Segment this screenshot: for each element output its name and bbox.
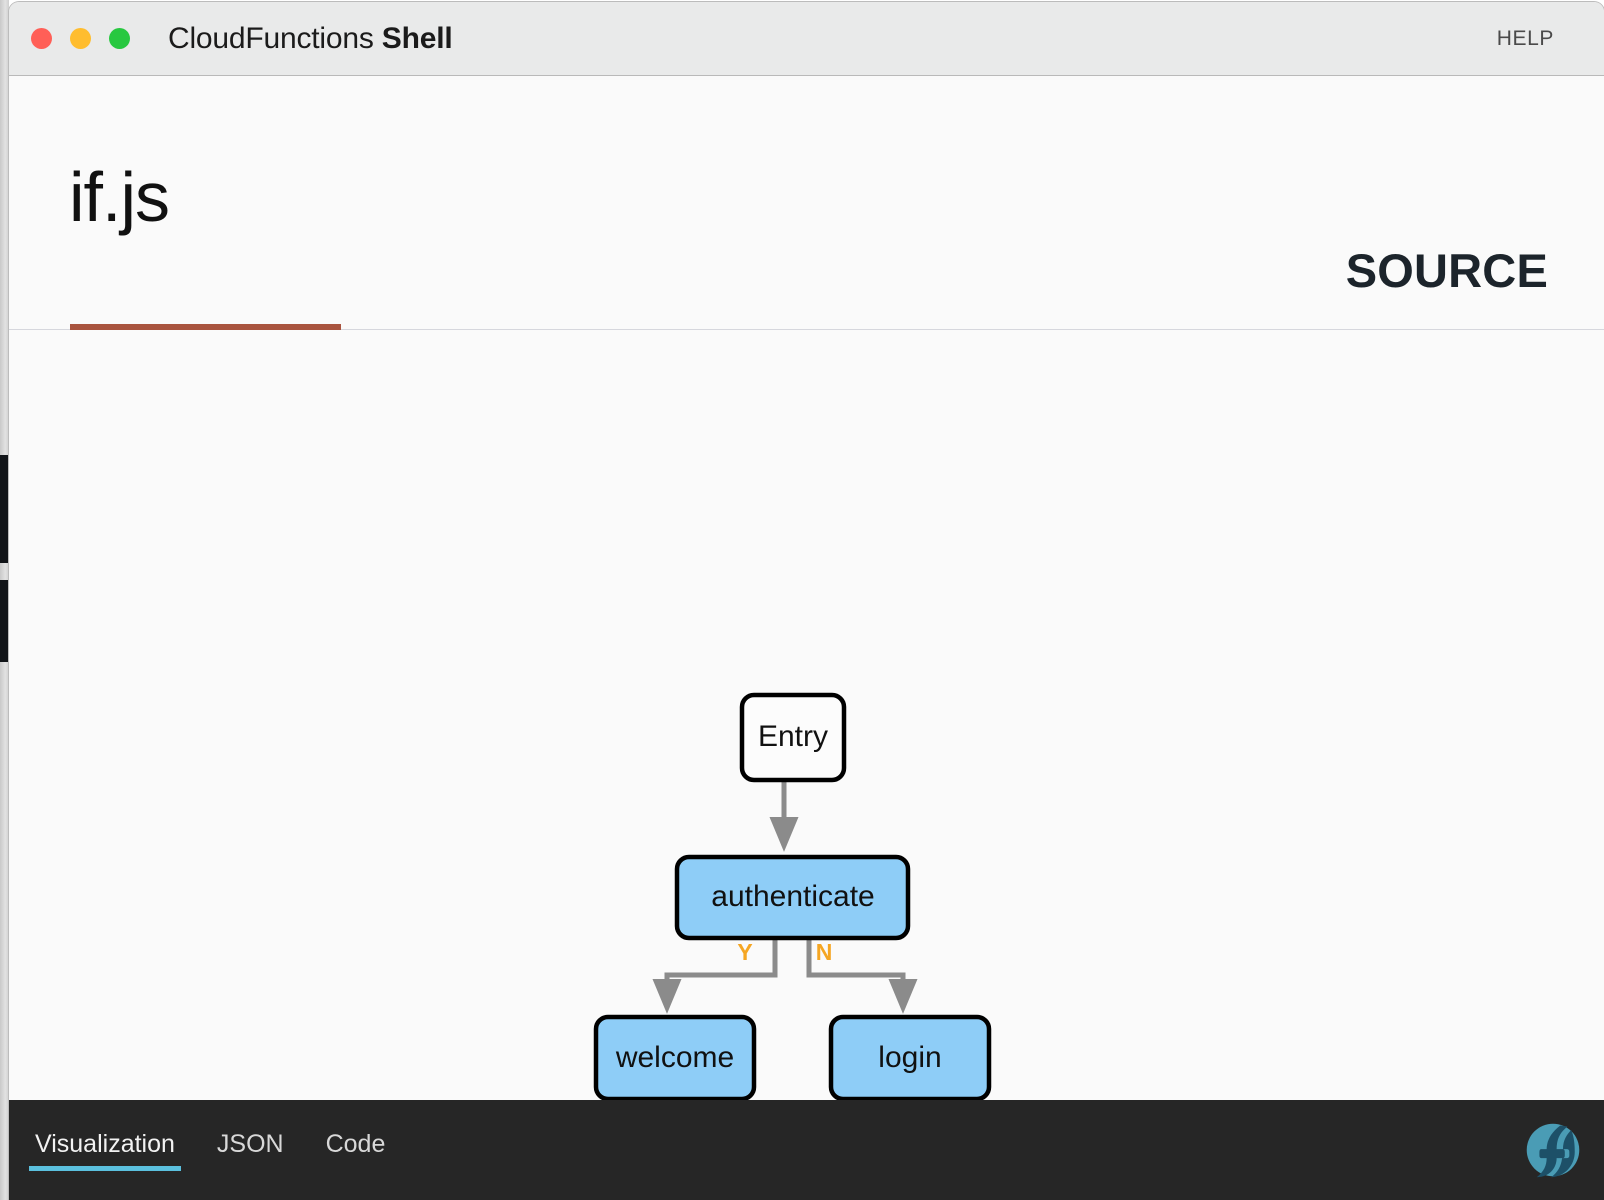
help-link[interactable]: HELP bbox=[1496, 26, 1554, 50]
view-tabs: Visualization JSON Code bbox=[29, 1130, 391, 1171]
edge-authenticate-to-welcome: Y bbox=[652, 937, 778, 1014]
title-bar: CloudFunctions Shell HELP bbox=[9, 2, 1604, 76]
document-header: if.js COMPILED WITH COMPOSER SOURCE bbox=[9, 76, 1604, 359]
flowchart-graph[interactable]: Y N Entry authenticate bbox=[9, 330, 1604, 1100]
node-login-label: login bbox=[878, 1041, 941, 1074]
window-title-cloud: Cloud bbox=[168, 21, 246, 55]
window-title: CloudFunctions Shell bbox=[168, 22, 453, 56]
tab-code[interactable]: Code bbox=[325, 1129, 386, 1158]
app-window: CloudFunctions Shell HELP if.js COMPILED… bbox=[9, 2, 1604, 1200]
visualization-canvas[interactable]: Y N Entry authenticate bbox=[9, 330, 1604, 1100]
bottom-toolbar: Visualization JSON Code bbox=[9, 1100, 1604, 1200]
zoom-button[interactable] bbox=[109, 28, 130, 49]
close-button[interactable] bbox=[31, 28, 52, 49]
window-title-functions: Functions bbox=[245, 21, 374, 55]
node-authenticate[interactable]: authenticate bbox=[674, 854, 911, 941]
window-title-shell: Shell bbox=[381, 21, 453, 55]
edge-label-n: N bbox=[816, 939, 833, 965]
composer-logo-icon bbox=[1526, 1123, 1580, 1178]
background-window-strip-bottom bbox=[0, 580, 9, 662]
background-window-strip-top bbox=[0, 455, 9, 563]
node-welcome[interactable]: welcome bbox=[593, 1014, 757, 1100]
node-authenticate-label: authenticate bbox=[711, 880, 874, 913]
node-login[interactable]: login bbox=[828, 1014, 992, 1100]
source-button[interactable]: SOURCE bbox=[1345, 244, 1548, 297]
node-entry[interactable]: Entry bbox=[739, 692, 847, 783]
window-controls bbox=[31, 28, 130, 49]
tab-json[interactable]: JSON bbox=[216, 1129, 284, 1158]
edge-label-y: Y bbox=[737, 939, 752, 965]
minimize-button[interactable] bbox=[70, 28, 91, 49]
node-welcome-label: welcome bbox=[615, 1041, 734, 1074]
tab-visualization[interactable]: Visualization bbox=[29, 1130, 181, 1171]
node-entry-label: Entry bbox=[758, 720, 828, 753]
page-title: if.js bbox=[69, 158, 170, 236]
edge-authenticate-to-login: N bbox=[806, 937, 918, 1014]
